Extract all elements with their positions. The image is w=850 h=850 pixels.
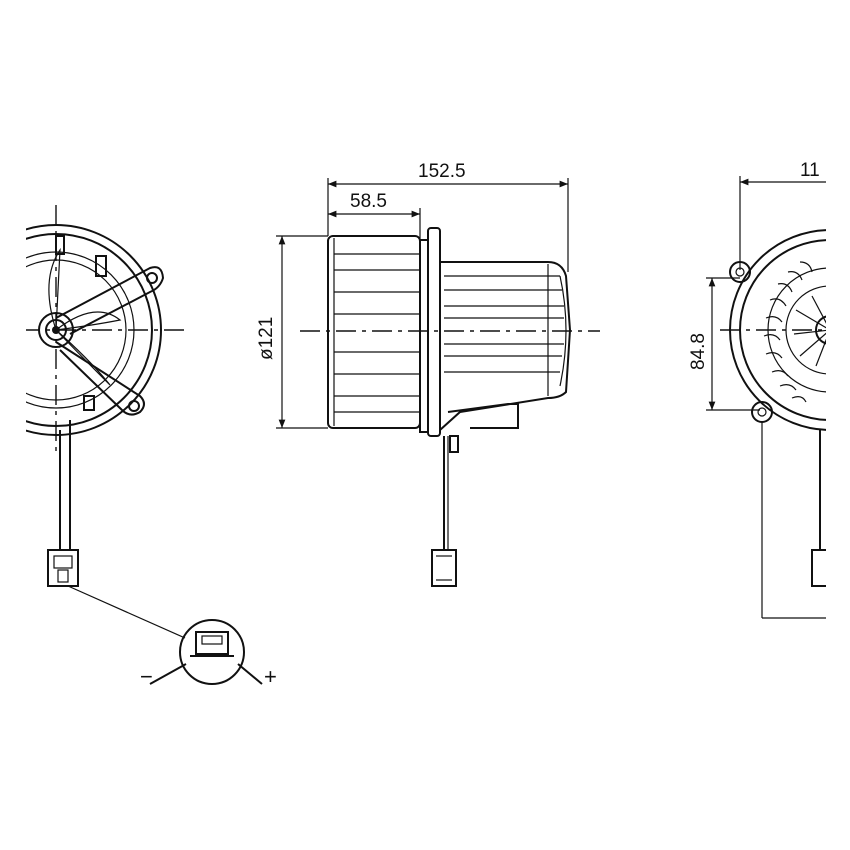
side-view: 152.5 58.5 ø121 [256,161,600,587]
connector-detail: − + [140,619,277,689]
dim-overall-length: 152.5 [418,161,466,182]
dim-diameter: ø121 [256,317,277,360]
rear-view: 11 84.8 [688,160,826,619]
dim-mount-spacing: 84.8 [688,333,709,370]
dim-housing-length: 58.5 [350,191,387,212]
dim-right-width: 11 [800,160,820,181]
negative-sign: − [140,664,153,689]
positive-sign: + [264,664,277,689]
front-view [26,205,186,639]
